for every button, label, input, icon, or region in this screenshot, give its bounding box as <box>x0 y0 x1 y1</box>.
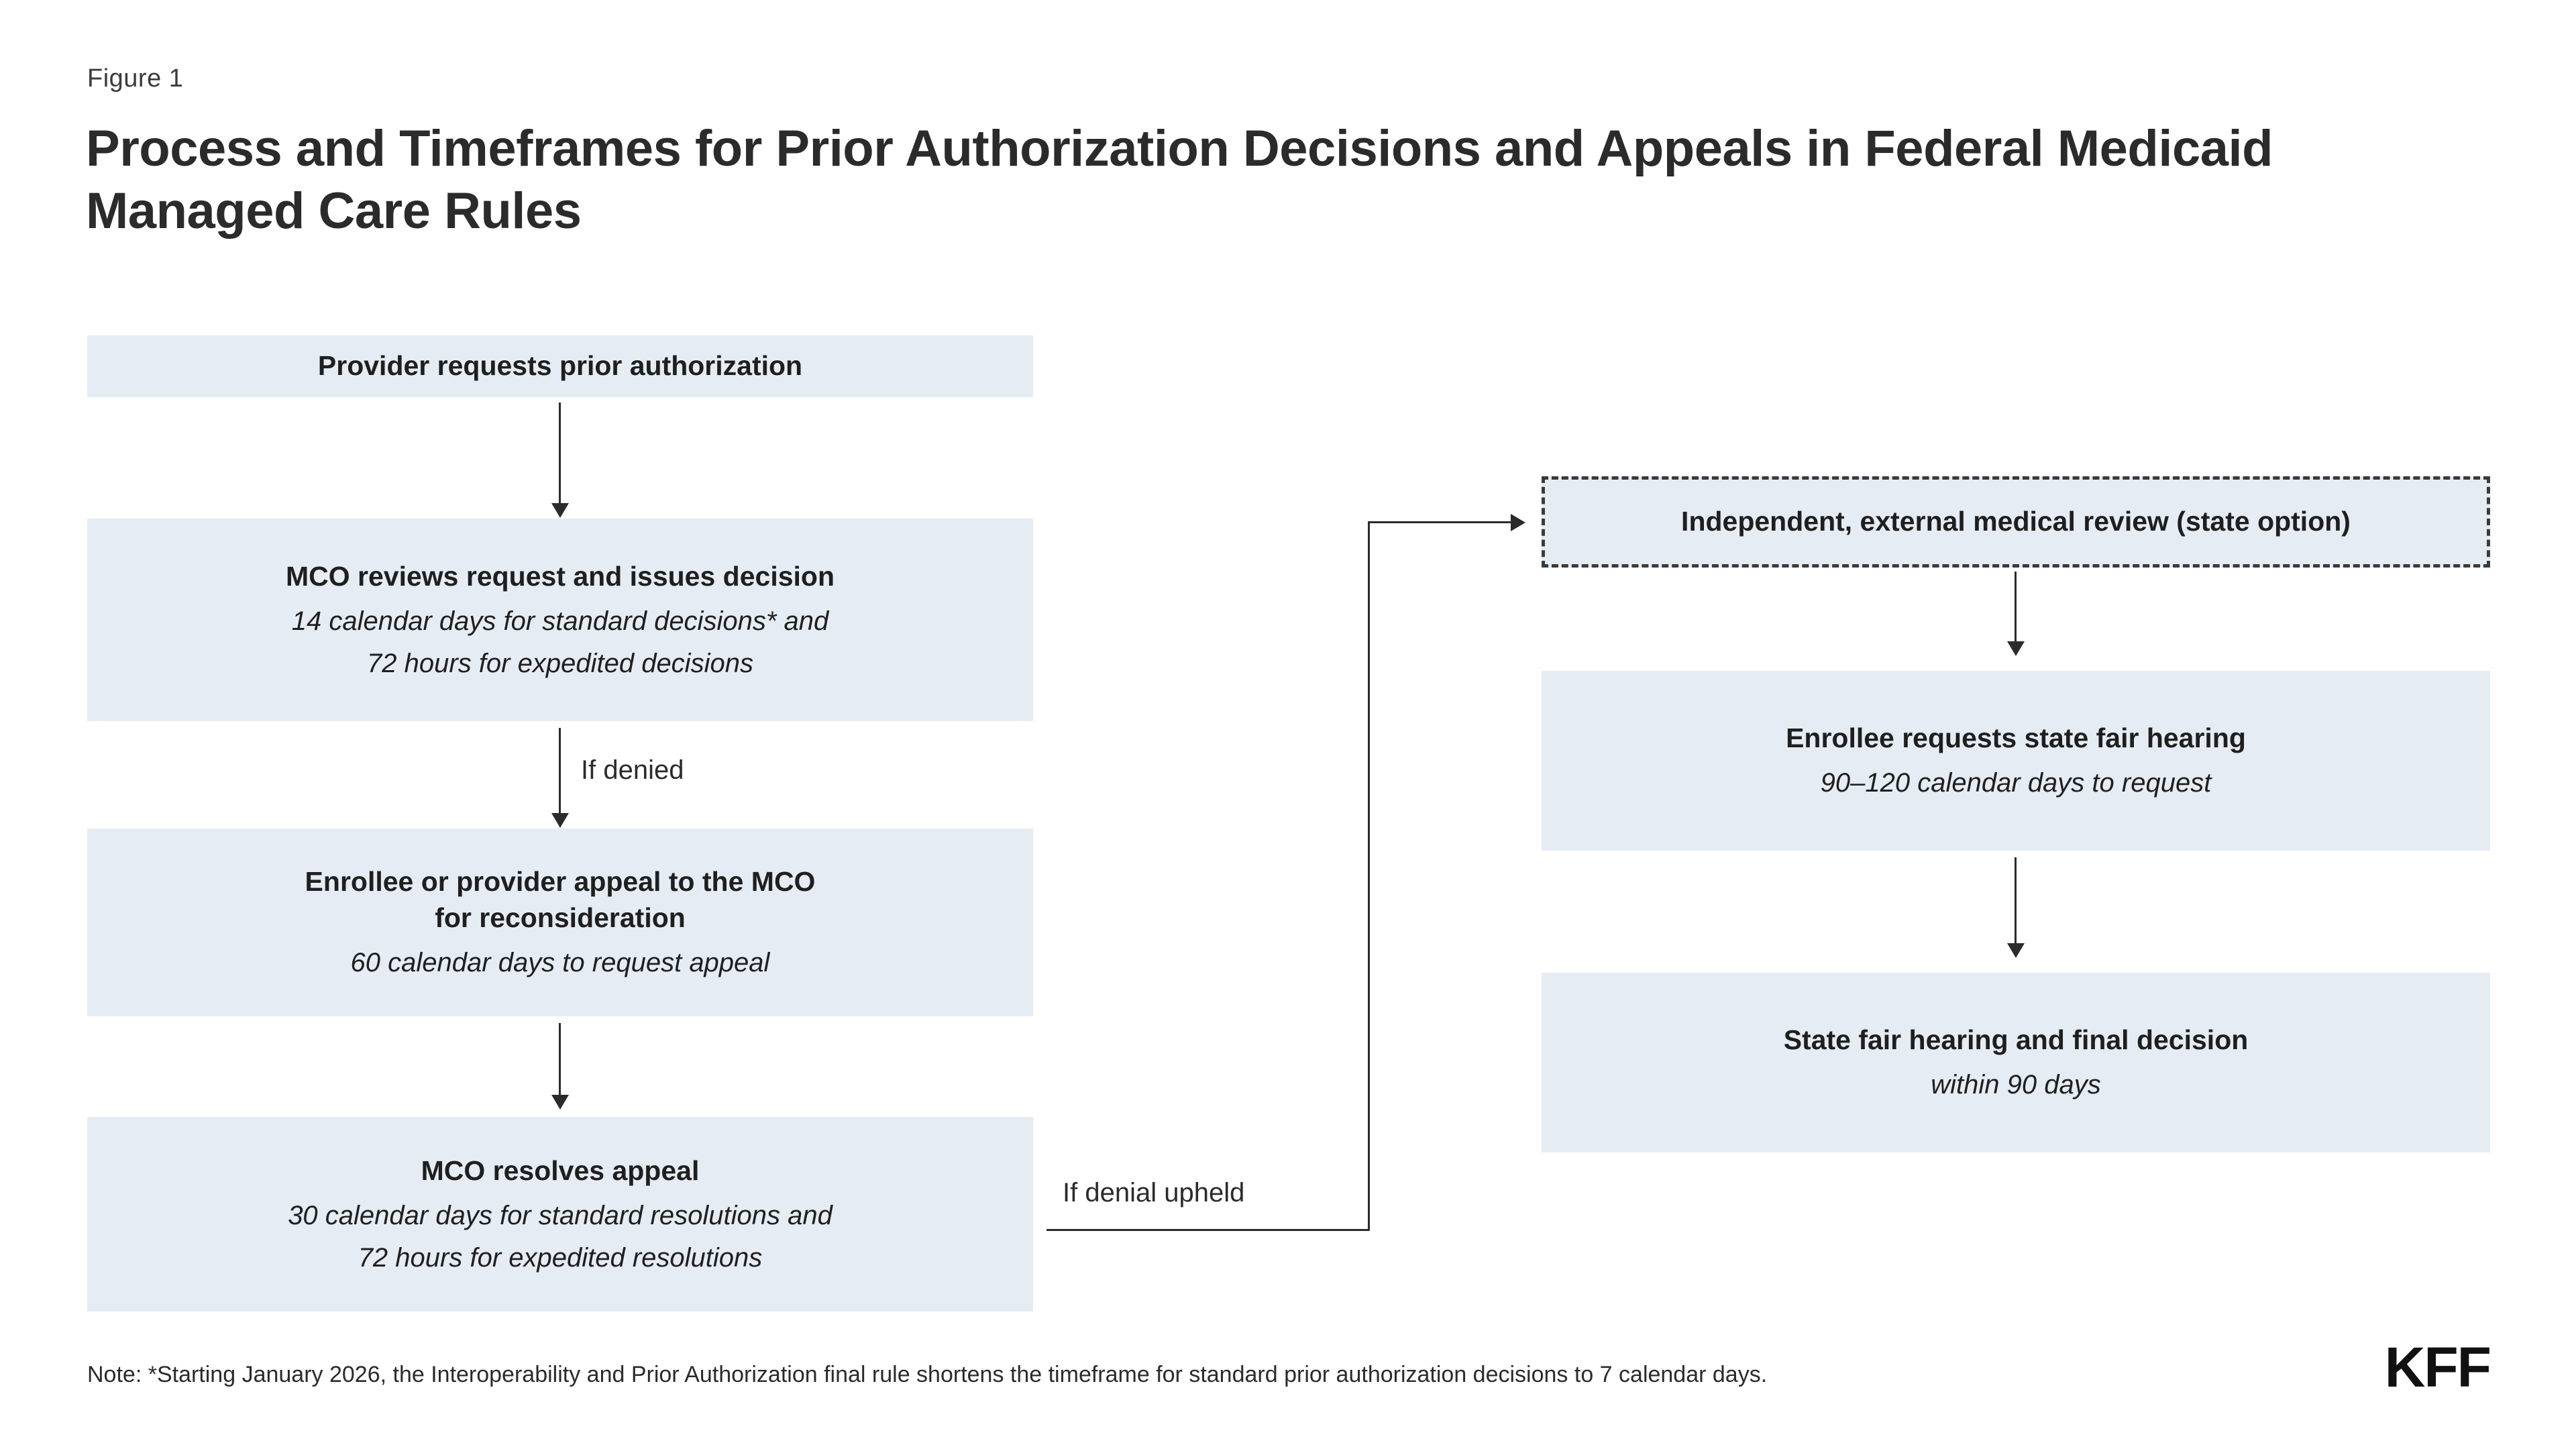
connector-line-appeal-to-resolve <box>559 1023 561 1097</box>
connector-line-upheld-horizontal-bottom <box>1046 1229 1370 1231</box>
figure-label: Figure 1 <box>87 64 184 93</box>
node-title: Independent, external medical review (st… <box>1681 506 2351 537</box>
node-subtitle-line-1: 14 calendar days for standard decisions*… <box>291 606 829 636</box>
kff-logo: KFF <box>2384 1336 2491 1399</box>
node-mco-resolves: MCO resolves appeal 30 calendar days for… <box>87 1117 1033 1311</box>
connector-arrow-hearing-request-to-decision <box>2007 943 2025 958</box>
node-subtitle-line-1: within 90 days <box>1931 1070 2101 1100</box>
connector-arrow-review-to-hearing-request <box>2007 641 2025 656</box>
figure-note: Note: *Starting January 2026, the Intero… <box>87 1362 1768 1387</box>
node-provider-request: Provider requests prior authorization <box>87 335 1033 397</box>
node-title-line-2: for reconsideration <box>435 902 686 933</box>
node-title: MCO reviews request and issues decision <box>285 560 835 592</box>
connector-arrow-review-to-appeal <box>551 813 569 828</box>
connector-line-upheld-vertical <box>1368 522 1370 1231</box>
node-subtitle-line-2: 72 hours for expedited resolutions <box>358 1242 763 1273</box>
node-external-medical-review: Independent, external medical review (st… <box>1542 476 2490 568</box>
node-title: State fair hearing and final decision <box>1783 1024 2249 1055</box>
node-mco-appeal: Enrollee or provider appeal to the MCO f… <box>87 828 1033 1016</box>
node-title: MCO resolves appeal <box>421 1155 700 1186</box>
node-subtitle-line-2: 72 hours for expedited decisions <box>367 648 753 678</box>
connector-line-review-to-hearing-request <box>2015 572 2017 644</box>
node-subtitle-line-1: 90–120 calendar days to request <box>1820 768 2212 798</box>
page-title: Process and Timeframes for Prior Authori… <box>86 120 2273 239</box>
node-title: Provider requests prior authorization <box>317 350 803 382</box>
edge-label-if-denial-upheld: If denial upheld <box>1063 1178 1245 1208</box>
node-subtitle-line-1: 30 calendar days for standard resolution… <box>288 1200 833 1230</box>
node-mco-review: MCO reviews request and issues decision … <box>87 519 1033 721</box>
connector-line-upheld-horizontal-top <box>1368 521 1512 523</box>
connector-arrow-upheld-to-external-review <box>1511 514 1525 531</box>
node-state-fair-hearing-request: Enrollee requests state fair hearing 90–… <box>1542 671 2490 851</box>
connector-line-provider-to-review <box>559 402 561 504</box>
node-subtitle-line-1: 60 calendar days to request appeal <box>350 947 770 977</box>
connector-line-review-to-appeal <box>559 728 561 815</box>
connector-arrow-provider-to-review <box>551 503 569 518</box>
node-title-line-1: Enrollee or provider appeal to the MCO <box>305 866 816 898</box>
connector-arrow-appeal-to-resolve <box>551 1095 569 1110</box>
edge-label-if-denied: If denied <box>581 755 684 785</box>
node-title: Enrollee requests state fair hearing <box>1786 722 2246 753</box>
connector-line-hearing-request-to-decision <box>2015 857 2017 946</box>
node-state-fair-hearing-decision: State fair hearing and final decision wi… <box>1542 973 2490 1152</box>
